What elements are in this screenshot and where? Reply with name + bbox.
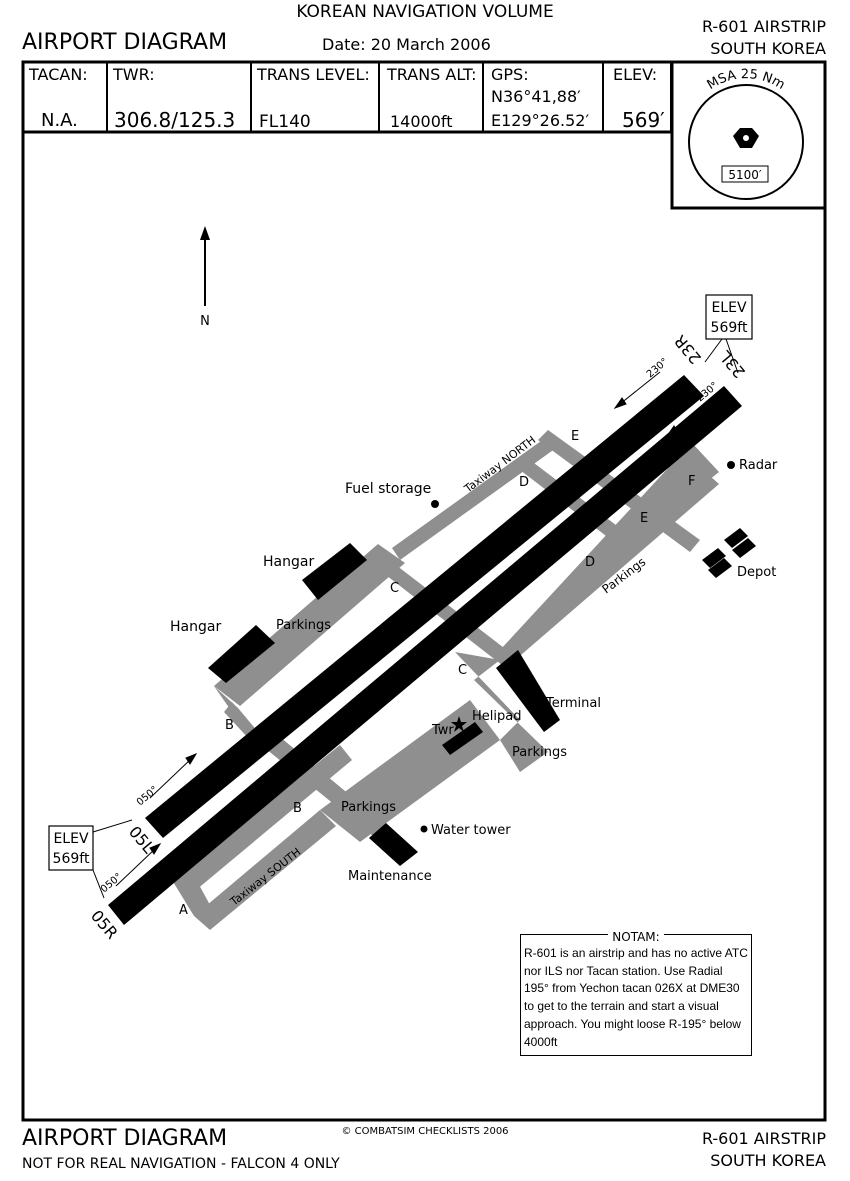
airstrip-name-bottom: R-601 AIRSTRIP SOUTH KOREA xyxy=(702,1128,826,1172)
gps-longitude: E129°26.52′ xyxy=(491,111,589,130)
elev-callout-south-line2: 569ft xyxy=(53,851,90,867)
heading-230-r: 230° xyxy=(645,356,671,380)
maintenance-label: Maintenance xyxy=(348,869,432,884)
taxiway-e-label-south: E xyxy=(640,511,648,526)
footer-title: AIRPORT DIAGRAM xyxy=(22,1126,228,1151)
msa-altitude: 5100′ xyxy=(728,168,762,182)
twr-frequency: 306.8/125.3 xyxy=(114,108,235,132)
tacan-value: N.A. xyxy=(41,110,78,131)
notam-title-text: NOTAM: xyxy=(608,930,664,944)
taxiway-c-north xyxy=(382,562,512,665)
info-bar: TACAN: N.A. TWR: 306.8/125.3 TRANS LEVEL… xyxy=(23,62,672,134)
elev-callout-north-line2: 569ft xyxy=(711,320,748,336)
taxiway-c-label-north: C xyxy=(390,581,399,596)
diagram-title: AIRPORT DIAGRAM xyxy=(22,30,228,55)
east-apron xyxy=(500,452,719,661)
tacan-label: TACAN: xyxy=(28,65,88,84)
taxiway-d-label-south: D xyxy=(585,555,595,570)
notam-title: NOTAM: xyxy=(521,926,751,945)
taxiway-d-label-north: D xyxy=(519,475,529,490)
taxiway-network xyxy=(172,430,719,930)
taxiway-f-label: F xyxy=(688,474,695,489)
taxiway-north xyxy=(392,436,556,560)
terminal-building xyxy=(496,650,560,732)
copyright-notice: © COMBATSIM CHECKLISTS 2006 xyxy=(341,1126,509,1137)
taxiway-c-label-south: C xyxy=(458,663,467,678)
water-tower-label: Water tower xyxy=(431,823,511,838)
elev-callout-south: ELEV 569ft xyxy=(48,819,133,899)
radar-marker xyxy=(727,461,735,469)
runway-05r-23l xyxy=(108,386,742,925)
depot-label: Depot xyxy=(737,565,776,580)
tower-star-icon xyxy=(451,716,467,732)
trans-level-value: FL140 xyxy=(259,112,311,132)
heading-050-l: 050° xyxy=(135,784,161,808)
depot-building-icon xyxy=(702,528,756,578)
terminal-apron xyxy=(455,652,548,772)
tower-label: Twr xyxy=(431,723,454,738)
north-label: N xyxy=(200,314,210,329)
hangar-west xyxy=(208,625,275,683)
hangar-north-label: Hangar xyxy=(263,554,314,570)
vortac-symbol-icon xyxy=(733,128,759,148)
footer-airstrip-line1: R-601 AIRSTRIP xyxy=(701,1129,826,1148)
fuel-storage-label: Fuel storage xyxy=(345,481,431,497)
footer-disclaimer: NOT FOR REAL NAVIGATION - FALCON 4 ONLY xyxy=(22,1156,340,1172)
parkings-south-label: Parkings xyxy=(341,800,396,815)
elev-callout-south-line1: ELEV xyxy=(53,831,88,847)
water-tower-marker xyxy=(420,825,428,833)
parkings-north-label: Parkings xyxy=(276,618,331,633)
helipad-label: Helipad xyxy=(472,709,521,724)
north-apron xyxy=(214,544,405,706)
taxiway-south xyxy=(194,810,336,930)
elev-label: ELEV: xyxy=(613,65,657,84)
taxiway-e-label-north: E xyxy=(571,429,579,444)
airstrip-country-line: SOUTH KOREA xyxy=(710,39,826,58)
gps-label: GPS: xyxy=(491,65,529,84)
msa-box: MSA 25 Nm 5100′ xyxy=(670,60,827,210)
taxiway-south-label: Taxiway SOUTH xyxy=(227,845,303,909)
tower-building xyxy=(442,722,483,755)
notam-text: R-601 is an airstrip and has no active A… xyxy=(524,946,748,1049)
runway-05l-23r xyxy=(145,375,704,838)
elev-callout-north: ELEV 569ft xyxy=(704,294,753,374)
elev-value: 569′ xyxy=(622,108,665,132)
north-arrow-icon xyxy=(200,226,210,306)
hangar-north xyxy=(302,543,367,600)
taxiway-a-label: A xyxy=(179,903,188,918)
trans-alt-label: TRANS ALT: xyxy=(386,65,476,84)
maintenance-building xyxy=(369,823,418,866)
runway-23r-label: 23R xyxy=(670,331,705,367)
terminal-label: Terminal xyxy=(545,696,601,711)
gps-latitude: N36°41,88′ xyxy=(491,87,581,106)
chart-date: Date: 20 March 2006 xyxy=(322,35,491,54)
taxiway-b-label-west: B xyxy=(225,718,234,733)
airstrip-name-top: R-601 AIRSTRIP SOUTH KOREA xyxy=(702,16,826,60)
trans-alt-value: 14000ft xyxy=(390,112,453,131)
heading-arrows xyxy=(115,371,711,887)
taxiway-b-label-south: B xyxy=(293,801,302,816)
airstrip-name-line1: R-601 AIRSTRIP xyxy=(701,17,826,36)
fuel-storage-marker xyxy=(431,500,439,508)
notam-box: NOTAM: R-601 is an airstrip and has no a… xyxy=(520,930,752,1056)
navigation-volume-title: KOREAN NAVIGATION VOLUME xyxy=(296,2,554,22)
hangar-west-label: Hangar xyxy=(170,619,221,635)
footer-airstrip-line2: SOUTH KOREA xyxy=(710,1151,826,1170)
chart-frame xyxy=(21,60,827,1122)
taxiway-south-upper xyxy=(172,745,352,895)
msa-circle xyxy=(688,84,804,200)
trans-level-label: TRANS LEVEL: xyxy=(256,65,370,84)
heading-050-r: 050° xyxy=(99,871,125,895)
parkings-terminal-label: Parkings xyxy=(512,745,567,760)
runway-23l-label: 23L xyxy=(716,347,749,382)
radar-label: Radar xyxy=(739,458,778,473)
taxiway-a xyxy=(172,868,210,916)
elev-callout-north-line1: ELEV xyxy=(711,300,746,316)
twr-label: TWR: xyxy=(112,65,155,84)
